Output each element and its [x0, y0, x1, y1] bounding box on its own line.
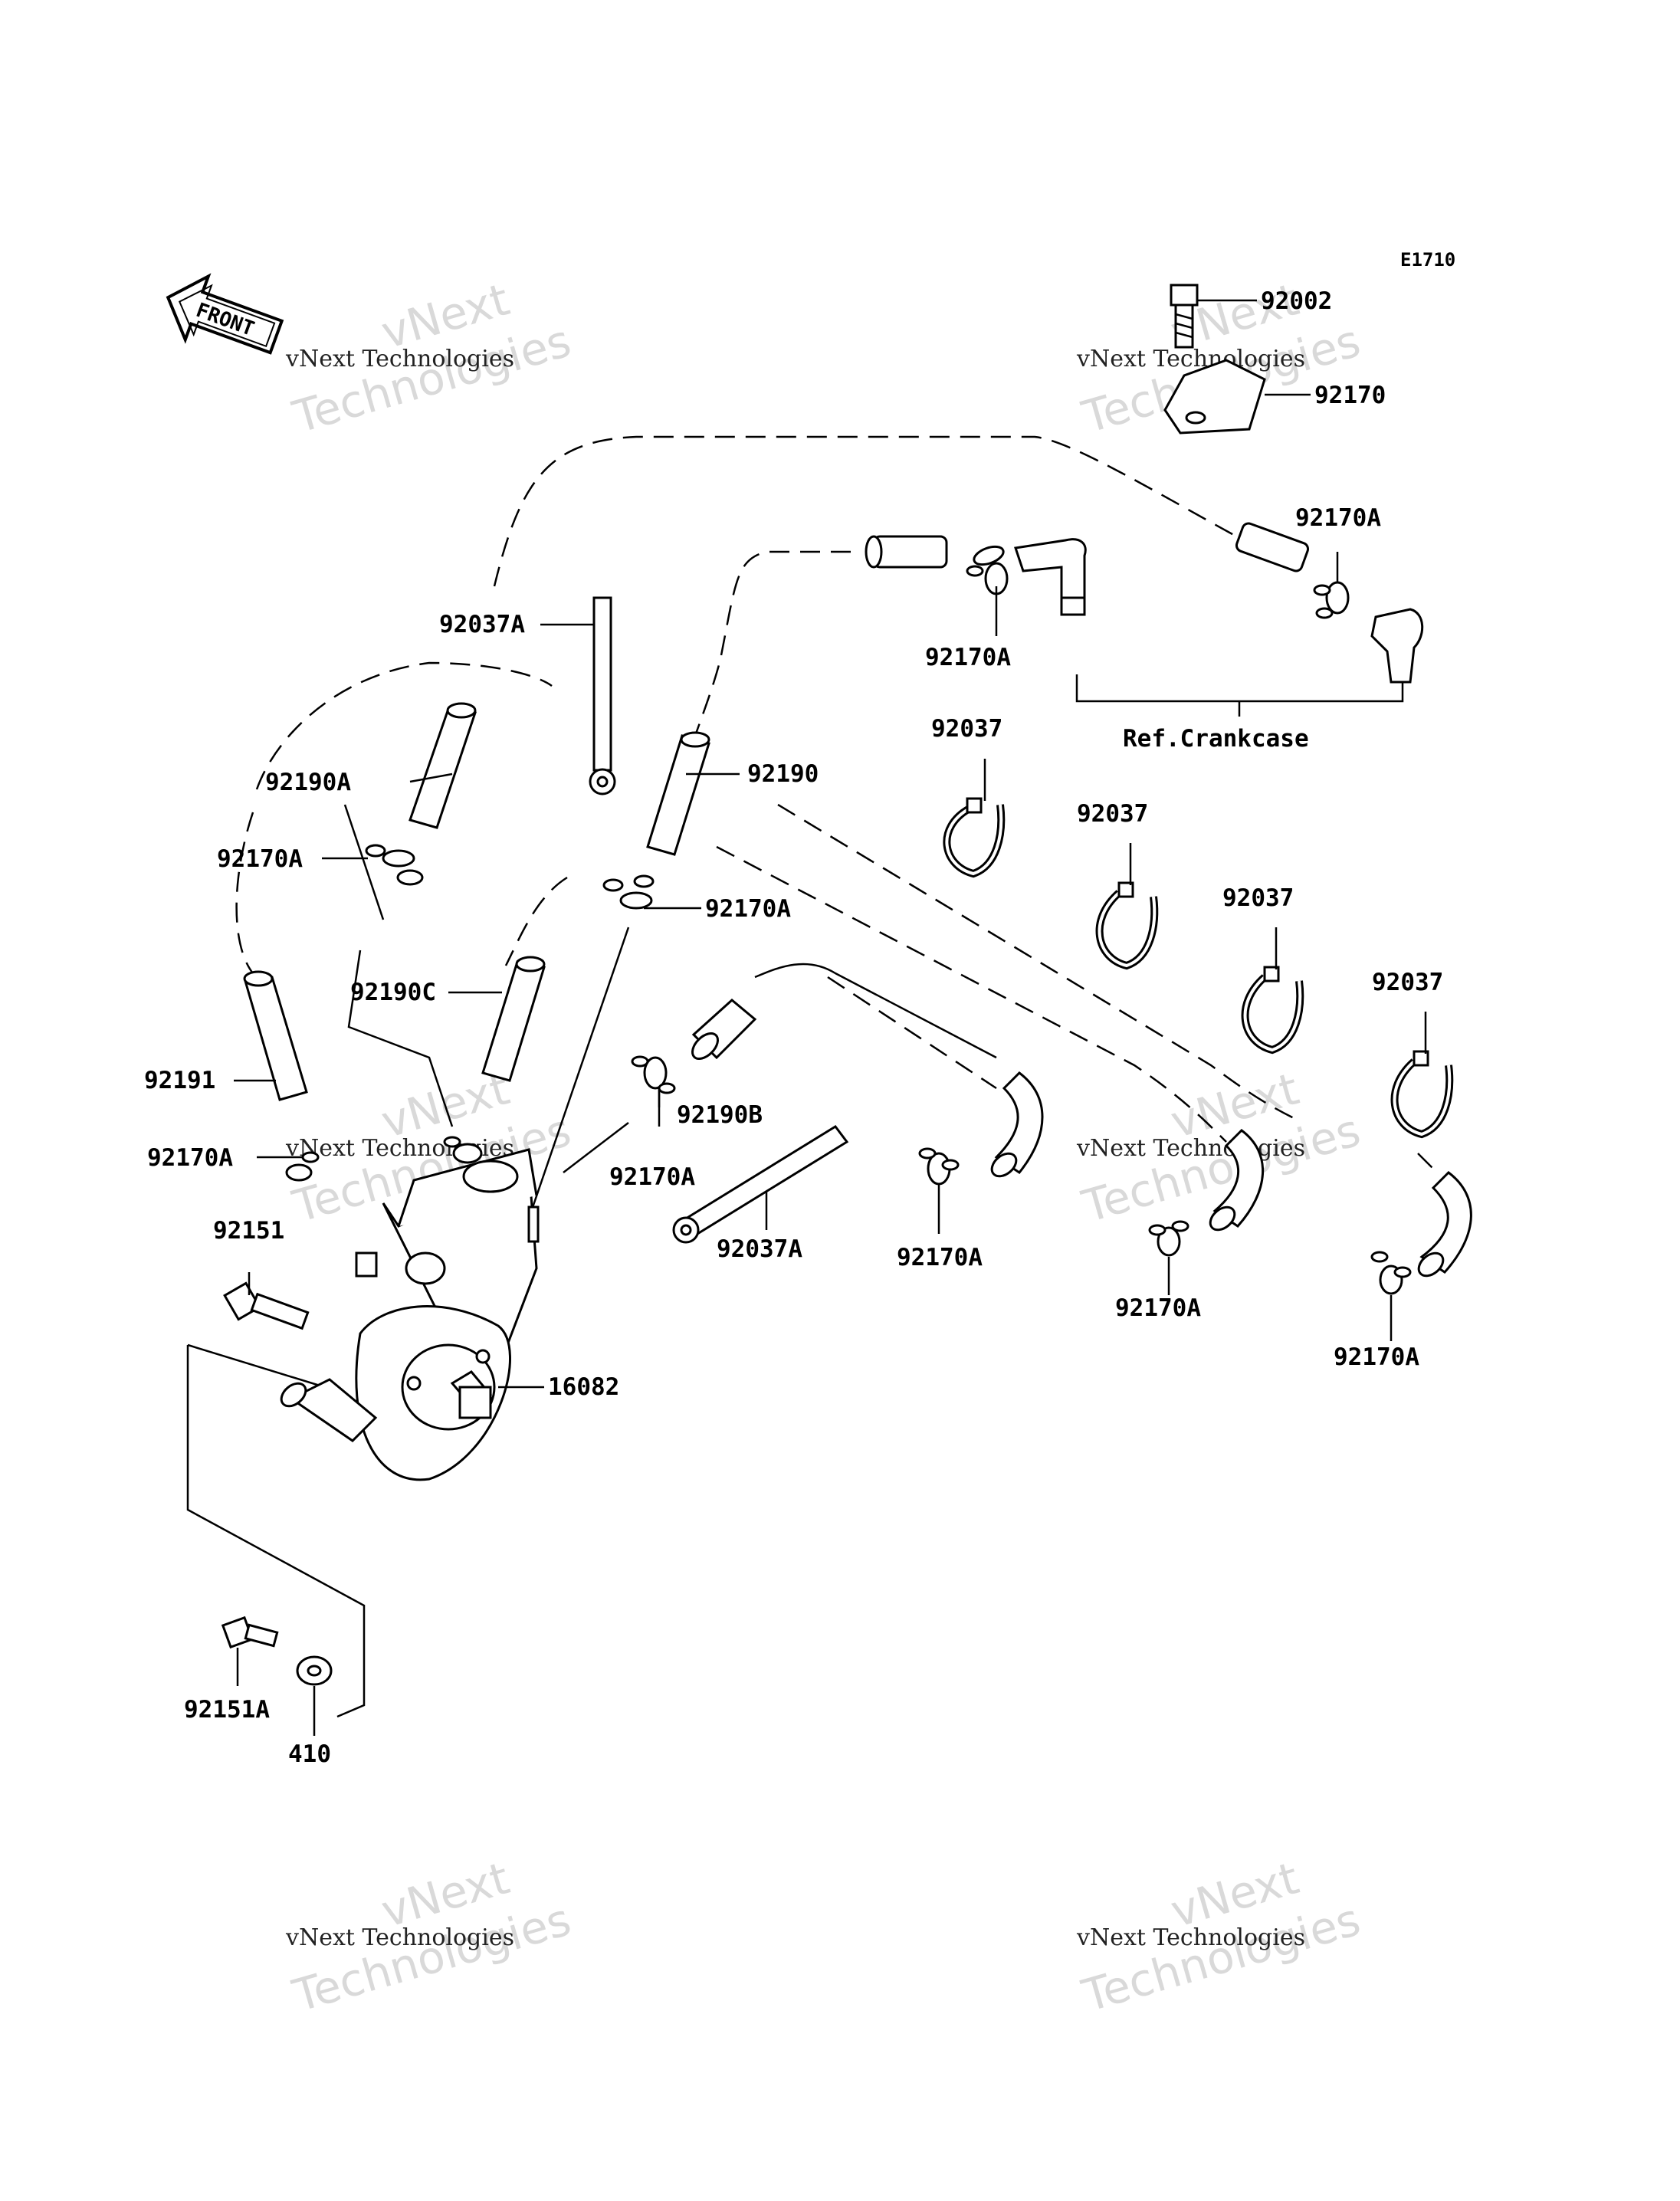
- pipe-fitting: [1235, 522, 1424, 684]
- watermark: Technologies vNext vNext Technologies: [285, 273, 576, 443]
- part-label: 92170A: [897, 1244, 983, 1271]
- oil-pump-16082: [280, 1148, 544, 1481]
- clip-icon: [365, 844, 424, 886]
- cable-tie-92037A: [589, 596, 616, 795]
- clip-icon: [631, 1055, 676, 1094]
- ref-crankcase-label: Ref.Crankcase: [1123, 725, 1309, 753]
- band-clamp-92037: [943, 797, 1006, 878]
- part-labels: 92002 92170 92170A 92170A 92037A 92190 9…: [144, 287, 1443, 1768]
- bolt-92151: [223, 1272, 310, 1330]
- connector-lines: [186, 667, 1404, 1718]
- part-label: 92190A: [265, 769, 351, 796]
- hose-92191: [243, 970, 308, 1101]
- clip-icon: [602, 874, 655, 910]
- hose-92190: [646, 731, 710, 856]
- diagram-code: E1710: [1400, 249, 1455, 271]
- hose-92190B: [691, 999, 757, 1060]
- leader-lines: [234, 552, 1427, 1341]
- part-label: 92170A: [1295, 504, 1381, 532]
- hose-92190A: [409, 702, 477, 829]
- part-label: 92170A: [925, 644, 1011, 671]
- watermark-text: vNext Technologies: [285, 1924, 514, 1951]
- band-clamp-92037: [1241, 966, 1304, 1055]
- elbow-hose: [1209, 1129, 1265, 1232]
- watermark-text: vNext Technologies: [285, 346, 514, 372]
- pipe-fitting: [865, 535, 1087, 616]
- elbow-hose: [990, 1071, 1044, 1178]
- routing-lines: [235, 435, 1434, 1169]
- clip-icon: [1313, 581, 1350, 619]
- watermark-text: vNext Technologies: [1076, 1924, 1305, 1951]
- part-label: 92037: [1077, 800, 1148, 828]
- cable-tie-92037A: [672, 1125, 849, 1244]
- screw-92151A: [221, 1615, 279, 1686]
- part-label: 92002: [1261, 287, 1332, 315]
- clip-icon: [1370, 1251, 1412, 1295]
- bolt-92002: [1170, 284, 1257, 349]
- part-label: 92037A: [439, 611, 525, 638]
- part-label: 92170A: [147, 1144, 233, 1172]
- part-label: 92191: [144, 1067, 215, 1094]
- part-label: 92170A: [217, 845, 303, 873]
- hose-92190C: [481, 956, 546, 1082]
- watermark: Technologies vNext vNext Technologies: [285, 1852, 576, 2022]
- part-label: 92170A: [705, 895, 791, 923]
- clip-icon: [966, 545, 1009, 595]
- part-label: 92190B: [677, 1101, 763, 1129]
- part-label: 92190C: [350, 979, 436, 1006]
- elbow-hose: [1417, 1171, 1472, 1278]
- clamp-92170: [1163, 359, 1311, 435]
- clip-icon: [1148, 1220, 1189, 1257]
- watermark: Technologies vNext vNext Technologies: [1076, 1852, 1366, 2022]
- part-label: 92170A: [609, 1163, 695, 1191]
- part-label: 92037: [1222, 884, 1294, 912]
- part-label: 92037: [931, 715, 1002, 743]
- part-label: 92151A: [184, 1696, 270, 1724]
- clip-icon: [285, 1136, 483, 1182]
- band-clamp-92037: [1095, 881, 1159, 970]
- part-label: 410: [288, 1740, 331, 1768]
- part-label: 92170: [1314, 382, 1386, 409]
- band-clamp-92037: [1390, 1050, 1454, 1139]
- clip-icon: [918, 1147, 960, 1186]
- watermark-text: vNext Technologies: [1076, 346, 1305, 372]
- part-label: 92037: [1372, 969, 1443, 996]
- part-label: 16082: [548, 1373, 619, 1401]
- watermark-text: vNext Technologies: [1076, 1135, 1305, 1162]
- part-label: 92170A: [1334, 1343, 1419, 1371]
- part-label: 92151: [213, 1217, 284, 1245]
- part-label: 92037A: [717, 1235, 802, 1263]
- washer-410: [296, 1655, 333, 1736]
- part-label: 92170A: [1115, 1294, 1201, 1322]
- front-arrow-icon: FRONT: [166, 273, 284, 355]
- part-label: 92190: [747, 760, 819, 788]
